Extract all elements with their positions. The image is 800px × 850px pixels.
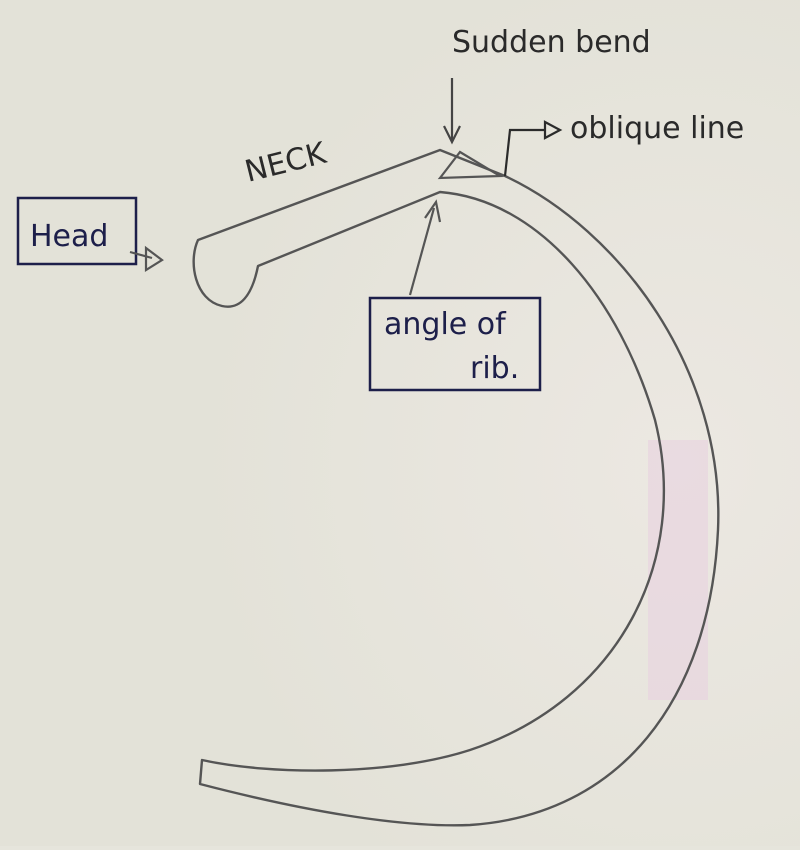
sudden-bend-arrowhead xyxy=(443,125,461,145)
rib-outline xyxy=(192,148,720,827)
angle-of-rib-label-line2: rib. xyxy=(470,351,519,386)
angle-of-rib-label-box xyxy=(368,296,542,392)
oblique-line-label: oblique line xyxy=(570,111,744,146)
sudden-bend-triangle xyxy=(437,150,504,180)
head-arrow xyxy=(129,250,153,260)
head-label: Head xyxy=(30,219,108,254)
oblique-line-connector xyxy=(503,128,545,177)
angle-of-rib-arrow xyxy=(408,207,436,296)
angle-of-rib-label-line1: angle of xyxy=(384,307,507,342)
head-label-box xyxy=(16,196,138,266)
page-bleed-mark xyxy=(648,440,708,700)
head-arrowhead xyxy=(144,245,164,272)
angle-of-rib-arrowhead xyxy=(424,199,442,223)
oblique-line-arrowhead xyxy=(543,120,563,140)
sudden-bend-label: Sudden bend xyxy=(452,25,651,60)
